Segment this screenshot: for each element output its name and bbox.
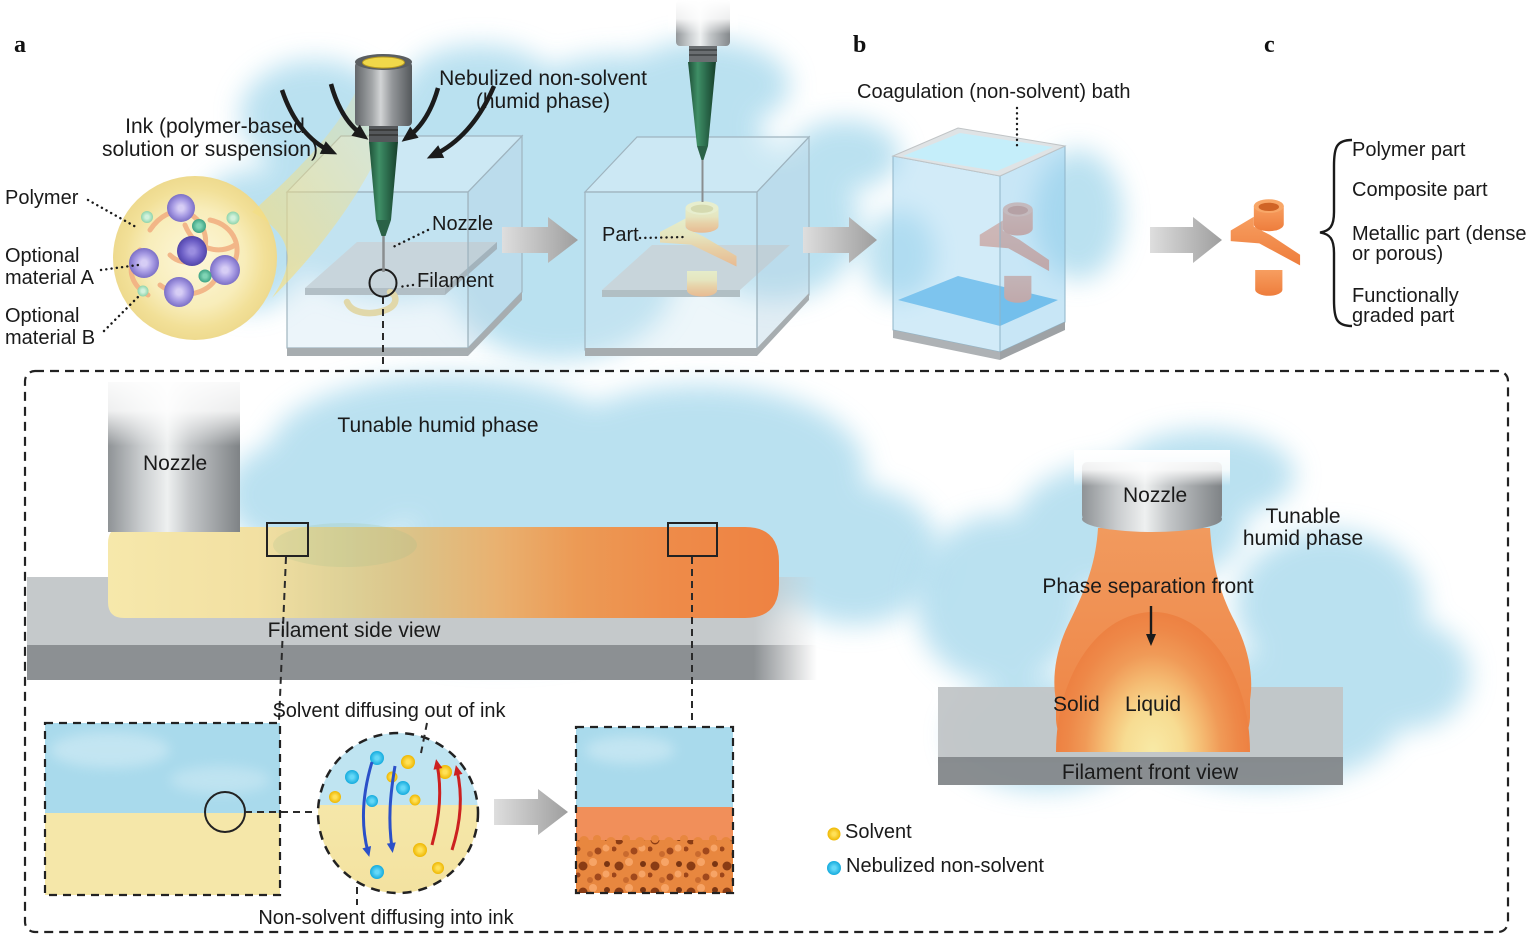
coagulation-bath-cube bbox=[891, 127, 1067, 360]
nonsolvent-in-label: Non-solvent diffusing into ink bbox=[258, 907, 514, 929]
ink-droplet-magnified bbox=[113, 176, 277, 340]
filament-label-a: Filament bbox=[417, 270, 494, 292]
nozzle-label-a: Nozzle bbox=[432, 213, 494, 235]
nozzle-side-cylinder bbox=[100, 368, 250, 532]
dashed-connectors bbox=[245, 297, 693, 905]
dotted-leaders bbox=[86, 106, 1019, 333]
tunable-humid-phase-side: Tunable humid phase bbox=[337, 414, 539, 437]
phase-tint bbox=[273, 523, 417, 567]
porous-result-square bbox=[574, 725, 735, 895]
tunable-front-line2: humid phase bbox=[1242, 527, 1364, 550]
interface-zoom-square bbox=[43, 721, 282, 897]
process-arrow-4 bbox=[494, 789, 568, 835]
ink-label-line1: Ink (polymer-based bbox=[125, 115, 305, 138]
solvent-out-label: Solvent diffusing out of ink bbox=[272, 700, 506, 722]
legend-solvent-label: Solvent bbox=[845, 821, 912, 843]
legend-nonsolvent-dot-icon bbox=[827, 861, 841, 875]
syringe-nozzle-a bbox=[355, 54, 412, 272]
filament-curl-icon bbox=[343, 288, 399, 317]
part-type-metallic-line1: Metallic part (dense bbox=[1352, 223, 1527, 245]
filament-side-view-label: Filament side view bbox=[267, 619, 441, 642]
detail-panel-dashed-box bbox=[23, 369, 1510, 934]
coagulation-bath-label: Coagulation (non-solvent) bath bbox=[857, 81, 1131, 103]
part-type-composite: Composite part bbox=[1352, 179, 1488, 201]
filament-side-view-shape bbox=[108, 527, 779, 618]
solvent-out-arrows bbox=[430, 759, 463, 851]
nonsolvent-in-arrows bbox=[361, 761, 397, 857]
zoom-marker-rect-1 bbox=[266, 522, 309, 557]
diffusion-magnified-circle bbox=[316, 731, 480, 895]
panel-b-label: b bbox=[853, 32, 867, 58]
optional-b-line2: material B bbox=[5, 327, 96, 349]
filament-front-view-label: Filament front view bbox=[1061, 761, 1239, 784]
legend-solvent-dot-icon bbox=[827, 827, 841, 841]
process-arrow-2 bbox=[803, 217, 877, 263]
optional-a-line2: material A bbox=[5, 267, 94, 289]
part-label: Part bbox=[602, 224, 639, 246]
nebulized-label-line1: Nebulized non-solvent bbox=[439, 67, 647, 90]
final-part bbox=[1230, 199, 1301, 296]
part-type-graded-line2: graded part bbox=[1352, 305, 1455, 327]
foam-bumps bbox=[579, 835, 731, 847]
part-type-polymer: Polymer part bbox=[1352, 139, 1466, 161]
printed-part-chamber-cube bbox=[583, 135, 811, 356]
panel-c-label: c bbox=[1264, 32, 1275, 58]
brace-icon bbox=[1319, 138, 1353, 328]
nozzle-front-cap bbox=[1074, 450, 1230, 532]
polymer-label: Polymer bbox=[5, 187, 79, 209]
optional-a-line1: Optional bbox=[5, 245, 80, 267]
ink-label-line2: solution or suspension) bbox=[102, 138, 318, 161]
phase-separation-front-label: Phase separation front bbox=[1042, 575, 1254, 598]
printed-part-yellow-orange bbox=[660, 201, 737, 297]
tunable-front-line1: Tunable bbox=[1265, 505, 1341, 528]
process-arrow-3 bbox=[1150, 217, 1222, 263]
zoom-marker-rect-2 bbox=[667, 522, 718, 557]
nozzle-label-front: Nozzle bbox=[1123, 484, 1188, 507]
filament-front-dome bbox=[1056, 612, 1250, 752]
humid-flow-arrows bbox=[279, 83, 497, 159]
legend-nonsolvent-label: Nebulized non-solvent bbox=[846, 855, 1044, 877]
optional-b-line1: Optional bbox=[5, 305, 80, 327]
part-type-graded-line1: Functionally bbox=[1352, 285, 1459, 307]
solid-label: Solid bbox=[1053, 693, 1100, 716]
nebulized-label-line2: (humid phase) bbox=[475, 90, 611, 113]
process-arrow-1 bbox=[502, 217, 578, 263]
syringe-nozzle-b bbox=[668, 0, 738, 202]
nozzle-label-side: Nozzle bbox=[143, 452, 208, 475]
nonsolvent-dots bbox=[345, 751, 410, 879]
panel-a-label: a bbox=[14, 32, 26, 58]
part-type-metallic-line2: or porous) bbox=[1352, 243, 1444, 265]
liquid-label: Liquid bbox=[1125, 693, 1182, 716]
